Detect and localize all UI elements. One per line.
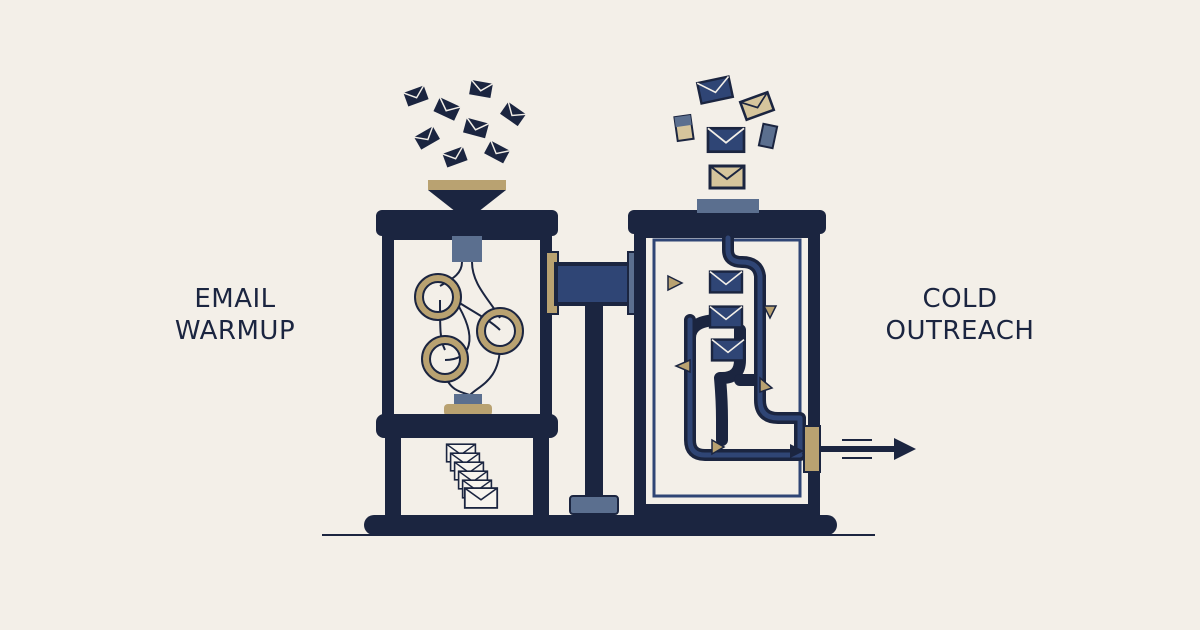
base-platform — [364, 515, 837, 535]
email-warmup-label-line2: WARMUP — [174, 316, 296, 346]
incoming-envelopes-right — [673, 75, 779, 190]
cold-outreach-label-line1: COLD — [922, 284, 998, 314]
warmed-envelopes-stack — [445, 443, 499, 509]
warmup-machine — [376, 180, 559, 517]
incoming-envelopes-left — [402, 79, 527, 169]
outreach-machine — [628, 199, 826, 516]
email-warmup-label: EMAIL WARMUP — [150, 283, 320, 347]
cold-outreach-label-line2: OUTREACH — [885, 316, 1035, 346]
machine-connector — [554, 251, 641, 515]
email-warmup-label-line1: EMAIL — [194, 284, 276, 314]
outreach-output-arrow — [820, 438, 916, 460]
cold-outreach-label: COLD OUTREACH — [880, 283, 1040, 347]
